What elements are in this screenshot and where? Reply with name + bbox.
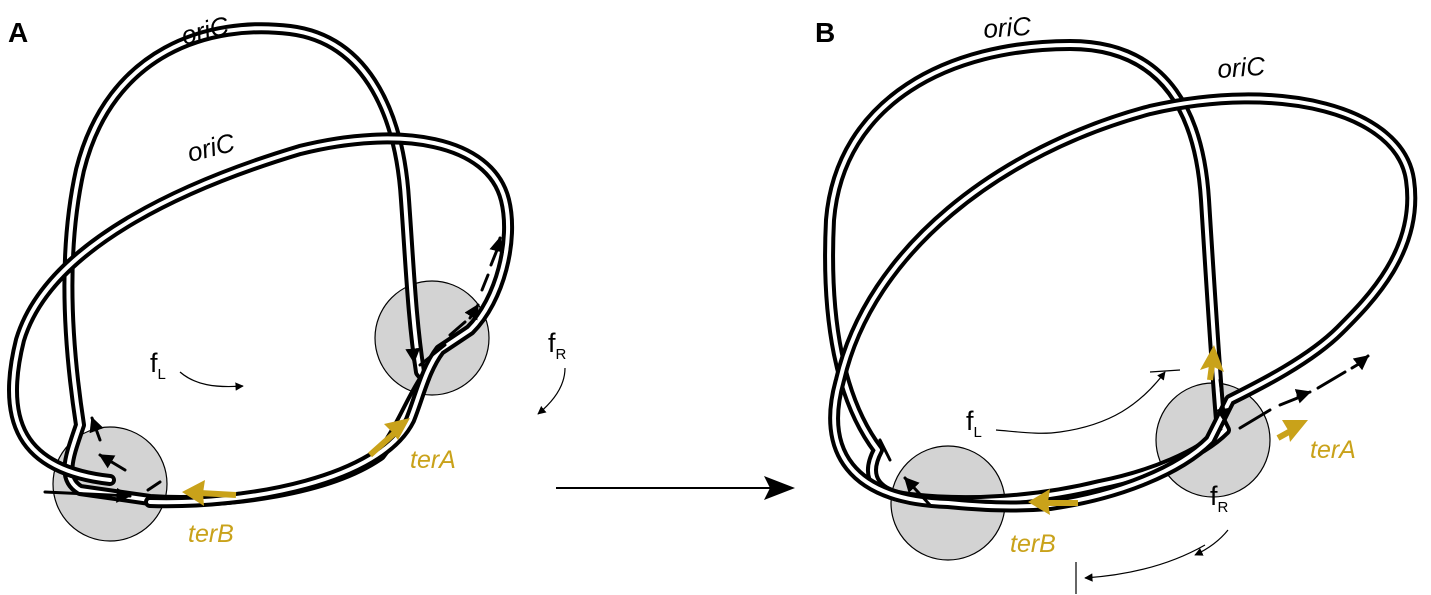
fork-strand-dash: [418, 320, 467, 367]
fork-strand-dash: [1316, 360, 1364, 390]
ori-label-2: oriC: [184, 127, 238, 168]
ori-label-1: oriC: [178, 10, 232, 51]
fork-strand-arrow: [489, 236, 505, 253]
panel-a: A oriC: [6, 10, 567, 548]
ter-a-site: [368, 418, 410, 458]
fork-right-label: fR: [548, 328, 567, 363]
fork-strand-arrow: [1215, 378, 1231, 424]
fork-strand-arrow: [405, 338, 421, 364]
ter-b-site: [182, 480, 237, 506]
fork-strand-arrow: [43, 487, 132, 503]
fork-strand-arrow: [464, 303, 480, 321]
panel-b: B: [815, 11, 1418, 594]
fork-strand-arrow: [98, 453, 127, 472]
panel-a-letter: A: [8, 17, 28, 48]
fork-left-direction-arrow: [179, 371, 244, 391]
fork-strand-dash: [146, 480, 162, 492]
fork-left-label: fL: [150, 348, 166, 383]
panel-b-letter: B: [815, 17, 835, 48]
fork-right-extension-arrow: [1084, 544, 1206, 582]
fork-left-label: fL: [966, 406, 982, 441]
fork-strand-dash: [878, 438, 892, 462]
transition-arrowhead: [764, 476, 795, 500]
ter-a-site-upper: [1200, 345, 1224, 381]
ter-a-label: terA: [1310, 436, 1356, 464]
fork-strand-arrow: [1352, 354, 1370, 371]
ter-b-site: [1028, 489, 1078, 515]
ter-b-label: terB: [188, 520, 234, 548]
fork-strand-arrow: [903, 476, 932, 507]
fork-left-stop-mark: [1149, 369, 1181, 373]
chromosome-loop-1: [823, 39, 1231, 508]
fork-strand-arrow: [1294, 389, 1312, 404]
chromosome-loop-2: [828, 92, 1418, 513]
ter-b-label: terB: [1010, 530, 1056, 558]
fork-right-label: fR: [1210, 481, 1229, 516]
ori-label-1: oriC: [982, 11, 1032, 44]
ori-label-2: oriC: [1216, 51, 1266, 84]
ter-a-site: [1276, 420, 1308, 442]
fork-right-direction-arrow: [1194, 529, 1229, 556]
fork-left-direction-arrow: [995, 371, 1166, 434]
fork-strand-arrow: [89, 416, 104, 442]
replication-bubble-right: [374, 280, 490, 396]
fork-right-direction-arrow: [537, 367, 566, 415]
ter-a-label: terA: [410, 446, 456, 474]
